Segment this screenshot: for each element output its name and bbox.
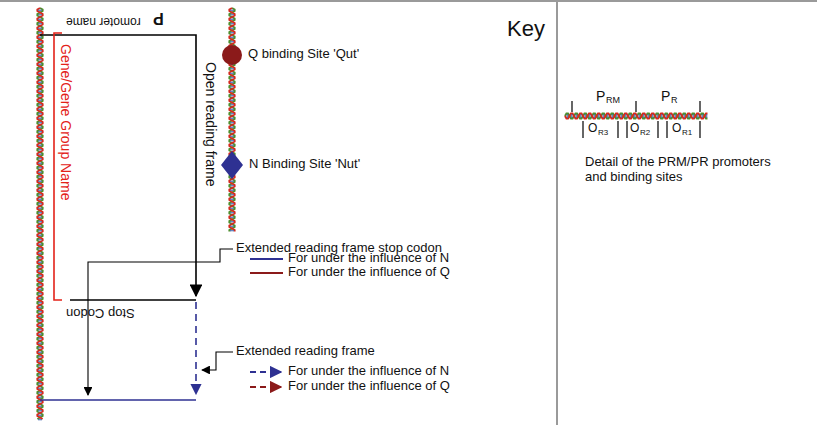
key-title: Key [507,16,545,41]
legend-text: Q binding Site 'Qut' [248,47,359,62]
legend-text: For under the influence of Q [288,265,450,280]
n-stop-sample [250,258,283,260]
promoter-letter: P [661,88,670,104]
operator-letter: O [630,122,639,136]
stop-codon-line [70,299,196,300]
legend-text: For under the influence of N [288,364,449,379]
promoter-subscript: RM [606,95,620,105]
promoter-letter: P [153,9,164,27]
operator-letter: O [588,122,597,136]
caption: Detail of the PRM/PR promoters and bindi… [585,155,790,185]
q-frame-sample [250,386,281,388]
stop-codon-leader [88,249,233,395]
q-binding-symbol [222,45,242,65]
promoter-subscript: R [671,95,678,105]
n-frame-sample [250,371,281,373]
top-rule [0,0,817,2]
q-stop-sample [250,272,283,274]
n-binding-symbol [221,151,243,179]
promoter-ticks [572,101,700,138]
frame-leader [202,352,233,370]
extended-stop-line [40,399,196,401]
open-reading-frame-arrow [40,35,196,296]
operator-subscript: R3 [598,128,608,137]
open-reading-frame: Open reading frame [203,62,219,187]
operator-subscript: R2 [640,128,650,137]
legend-text: For under the influence of Q [288,379,450,394]
dna-strands [37,8,707,420]
stop-codon: Stop Codon [66,305,135,320]
gene-name: Gene/Gene Group Name [58,44,74,200]
operator-subscript: R1 [682,128,692,137]
extended-frame-label: Extended reading frame [236,344,375,359]
legend-text: N Binding Site 'Nut' [249,157,360,172]
extended-frame-arrow [195,302,197,394]
promoter-name: romoter name [66,14,141,28]
legend-text: For under the influence of N [288,251,449,266]
promoter-letter: P [596,88,605,104]
operator-letter: O [672,122,681,136]
panel-divider [556,0,558,425]
